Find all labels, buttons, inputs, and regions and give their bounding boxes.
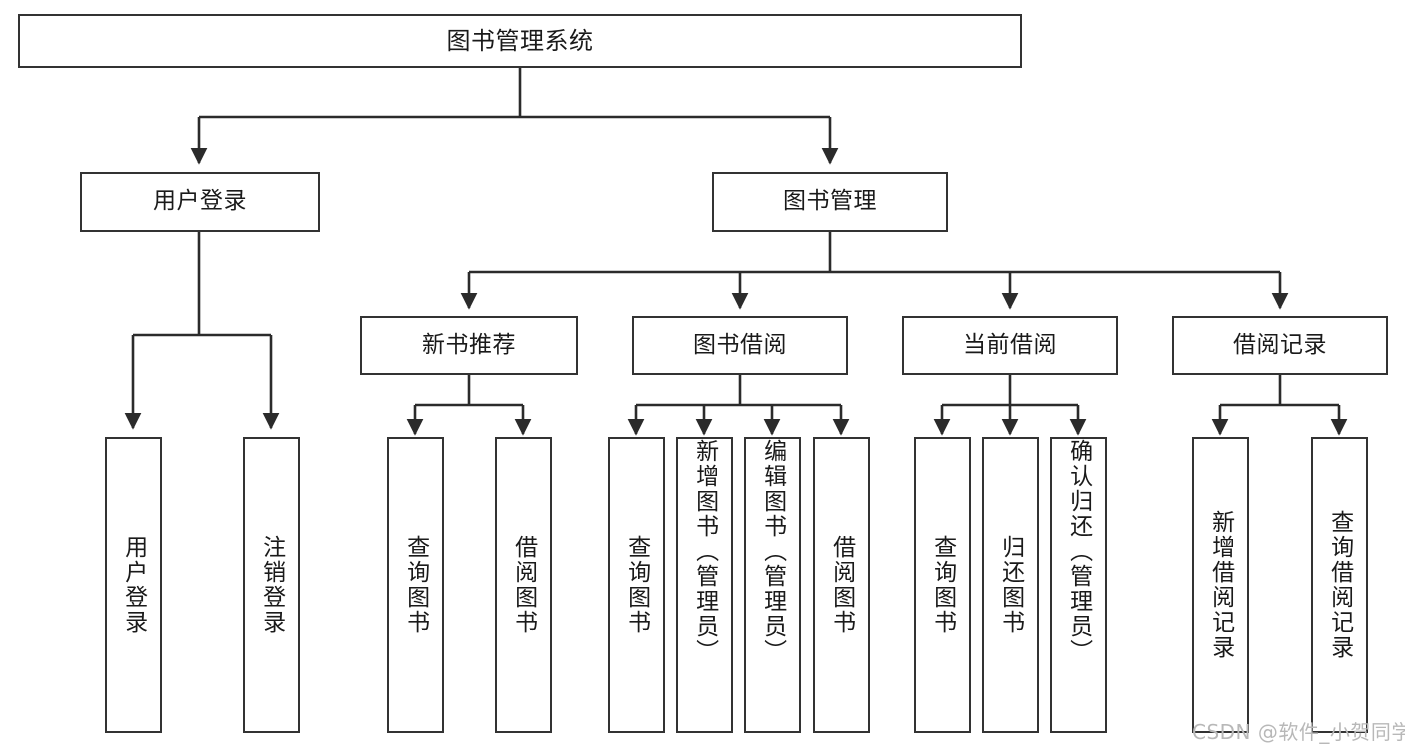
node-leaf-add-record-label: 新增借阅记录 (1207, 510, 1234, 660)
node-leaf-user-login-label: 用户登录 (120, 535, 147, 635)
node-leaf-borrow-book-1-label: 借阅图书 (510, 535, 537, 635)
node-root-label: 图书管理系统 (446, 26, 594, 55)
node-user-login[interactable]: 用户登录 (80, 172, 320, 232)
node-leaf-return-book[interactable]: 归还图书 (982, 437, 1039, 733)
node-leaf-confirm-return-label: 确认归还（管理员） (1065, 439, 1092, 664)
node-leaf-add-record[interactable]: 新增借阅记录 (1192, 437, 1249, 733)
node-leaf-logout-label: 注销登录 (258, 535, 285, 635)
node-leaf-borrow-book-1[interactable]: 借阅图书 (495, 437, 552, 733)
node-leaf-logout[interactable]: 注销登录 (243, 437, 300, 733)
node-leaf-confirm-return[interactable]: 确认归还（管理员） (1050, 437, 1107, 733)
node-leaf-borrow-book-2[interactable]: 借阅图书 (813, 437, 870, 733)
node-leaf-query-record[interactable]: 查询借阅记录 (1311, 437, 1368, 733)
node-book-manage[interactable]: 图书管理 (712, 172, 948, 232)
node-borrow-record[interactable]: 借阅记录 (1172, 316, 1388, 375)
node-leaf-query-book-2[interactable]: 查询图书 (608, 437, 665, 733)
node-leaf-query-book-2-label: 查询图书 (623, 535, 650, 635)
node-leaf-add-book-label: 新增图书（管理员） (691, 439, 718, 664)
watermark-text: CSDN @软件_小贺同学 (1192, 720, 1405, 744)
node-leaf-query-book-3-label: 查询图书 (929, 535, 956, 635)
node-current-borrow[interactable]: 当前借阅 (902, 316, 1118, 375)
node-leaf-edit-book[interactable]: 编辑图书（管理员） (744, 437, 801, 733)
node-new-book-rec[interactable]: 新书推荐 (360, 316, 578, 375)
node-leaf-return-book-label: 归还图书 (997, 535, 1024, 635)
node-book-borrow-label: 图书借阅 (693, 331, 787, 358)
node-leaf-user-login[interactable]: 用户登录 (105, 437, 162, 733)
node-leaf-borrow-book-2-label: 借阅图书 (828, 535, 855, 635)
node-leaf-query-book-1[interactable]: 查询图书 (387, 437, 444, 733)
node-leaf-query-book-3[interactable]: 查询图书 (914, 437, 971, 733)
node-book-borrow[interactable]: 图书借阅 (632, 316, 848, 375)
node-root[interactable]: 图书管理系统 (18, 14, 1022, 68)
node-leaf-edit-book-label: 编辑图书（管理员） (759, 439, 786, 664)
node-leaf-query-book-1-label: 查询图书 (402, 535, 429, 635)
node-user-login-label: 用户登录 (153, 188, 247, 215)
node-borrow-record-label: 借阅记录 (1233, 331, 1327, 358)
node-new-book-rec-label: 新书推荐 (422, 331, 516, 358)
node-current-borrow-label: 当前借阅 (963, 331, 1057, 358)
node-leaf-query-record-label: 查询借阅记录 (1326, 510, 1353, 660)
node-book-manage-label: 图书管理 (783, 188, 877, 215)
node-leaf-add-book[interactable]: 新增图书（管理员） (676, 437, 733, 733)
